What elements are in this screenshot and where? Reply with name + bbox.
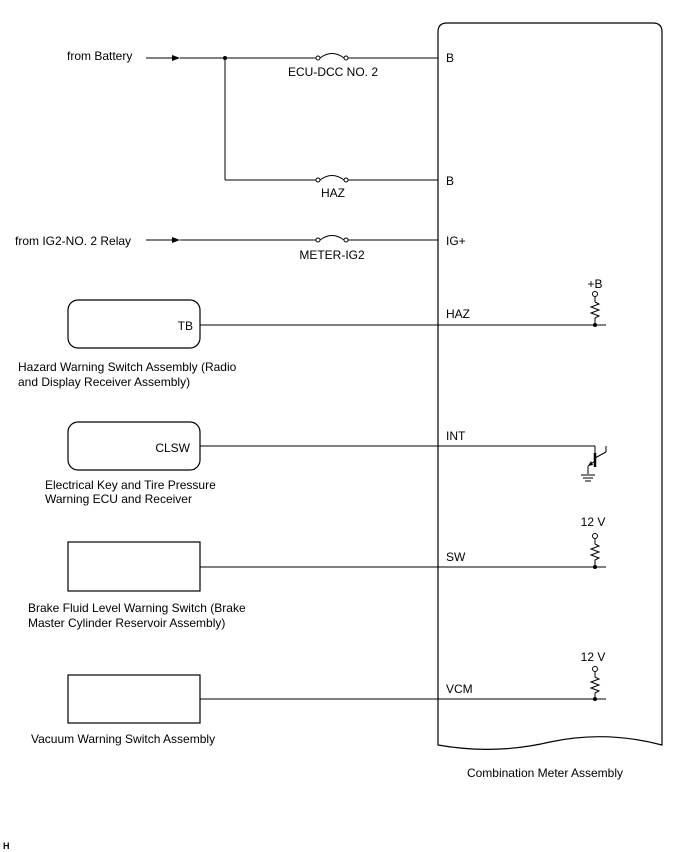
fuse-haz-label: HAZ <box>321 186 345 200</box>
pin-haz: HAZ <box>446 307 470 321</box>
pin-b2: B <box>446 174 454 188</box>
brake-fluid-name-line1: Brake Fluid Level Warning Switch (Brake <box>28 601 246 615</box>
supply-plus-b: +B <box>587 277 602 291</box>
hazard-pin-tb: TB <box>178 319 193 333</box>
supply-12v-a: 12 V <box>581 515 606 529</box>
hazard-switch-box <box>67 299 201 349</box>
pin-sw: SW <box>446 550 466 564</box>
from-ig2-relay-label: from IG2-NO. 2 Relay <box>15 234 131 248</box>
brake-fluid-name-line2: Master Cylinder Reservoir Assembly) <box>28 616 225 630</box>
vacuum-name: Vacuum Warning Switch Assembly <box>31 732 215 746</box>
supply-12v-b: 12 V <box>581 650 606 664</box>
pullup-resistor-sw-icon <box>589 533 601 569</box>
pullup-resistor-haz-icon <box>589 291 601 327</box>
battery-arrowhead <box>172 55 180 61</box>
key-ecu-name-line2: Warning ECU and Receiver <box>45 492 192 506</box>
pin-vcm: VCM <box>446 682 473 696</box>
vacuum-switch-box <box>67 674 201 724</box>
hazard-name-line2: and Display Receiver Assembly) <box>18 375 190 389</box>
combination-meter-label: Combination Meter Assembly <box>467 766 623 780</box>
pullup-resistor-vcm-icon <box>589 666 601 701</box>
key-ecu-name-line1: Electrical Key and Tire Pressure <box>45 478 216 492</box>
footer-mark: H <box>3 841 10 851</box>
fuse-ecu-dcc-label: ECU-DCC NO. 2 <box>288 65 378 79</box>
pin-int: INT <box>446 429 466 443</box>
transistor-icon <box>581 446 607 482</box>
from-battery-label: from Battery <box>67 49 132 63</box>
fuse-meter-ig2-icon <box>315 235 349 243</box>
brake-fluid-switch-box <box>67 541 201 592</box>
pin-ig: IG+ <box>446 234 466 248</box>
combination-meter-outline <box>437 22 663 750</box>
fuse-ecu-dcc-icon <box>315 53 349 61</box>
hazard-name-line1: Hazard Warning Switch Assembly (Radio <box>18 360 237 374</box>
pin-b1: B <box>446 51 454 65</box>
ig2-arrowhead <box>172 237 180 243</box>
fuse-haz-icon <box>315 175 349 183</box>
key-ecu-pin-clsw: CLSW <box>155 441 190 455</box>
fuse-meter-ig2-label: METER-IG2 <box>299 248 365 262</box>
